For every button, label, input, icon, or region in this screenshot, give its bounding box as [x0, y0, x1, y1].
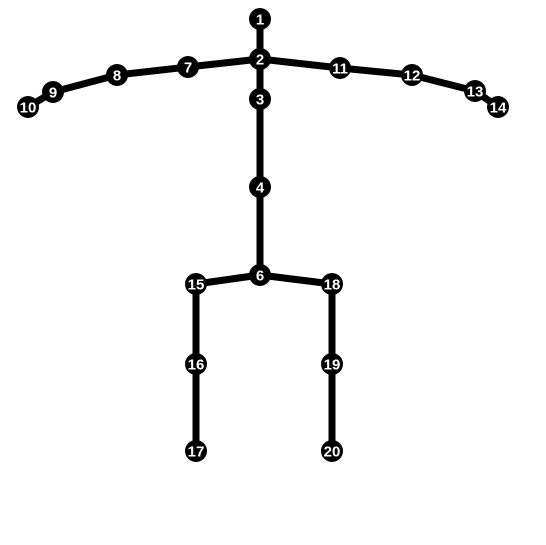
joint-17: 17 — [185, 440, 207, 462]
joint-label-10: 10 — [20, 100, 37, 117]
joint-label-2: 2 — [256, 52, 264, 69]
joint-label-1: 1 — [256, 12, 264, 29]
joint-9: 9 — [42, 81, 64, 103]
joint-dot-15 — [185, 273, 207, 295]
joint-dot-19 — [321, 353, 343, 375]
joint-label-15: 15 — [188, 277, 205, 294]
joint-dot-7 — [177, 56, 199, 78]
joint-label-13: 13 — [467, 84, 484, 101]
joint-label-17: 17 — [188, 444, 205, 461]
joint-12: 12 — [401, 64, 423, 86]
joint-10: 10 — [17, 96, 39, 118]
joint-14: 14 — [487, 96, 509, 118]
joint-label-6: 6 — [256, 268, 264, 285]
joint-label-8: 8 — [113, 68, 121, 85]
joint-7: 7 — [177, 56, 199, 78]
joint-dot-12 — [401, 64, 423, 86]
joint-label-11: 11 — [332, 61, 348, 78]
joint-dot-18 — [321, 273, 343, 295]
joint-label-12: 12 — [404, 68, 421, 85]
bone-6-18 — [256, 271, 336, 288]
joint-19: 19 — [321, 353, 343, 375]
joint-label-19: 19 — [324, 357, 341, 374]
joint-4: 4 — [249, 176, 271, 198]
joint-dot-11 — [329, 57, 351, 79]
bone-2-11 — [256, 55, 344, 72]
joint-label-7: 7 — [184, 60, 192, 77]
joint-dot-17 — [185, 440, 207, 462]
joint-dot-20 — [321, 440, 343, 462]
joint-dot-1 — [249, 8, 271, 30]
joint-dot-4 — [249, 176, 271, 198]
joint-2: 2 — [249, 48, 271, 70]
joint-dot-8 — [106, 64, 128, 86]
joint-label-14: 14 — [490, 100, 507, 117]
joint-label-20: 20 — [324, 444, 341, 461]
bone-7-8 — [113, 63, 192, 79]
joint-3: 3 — [249, 88, 271, 110]
joint-label-18: 18 — [324, 277, 341, 294]
bone-2-7 — [184, 55, 264, 71]
joint-15: 15 — [185, 273, 207, 295]
joint-dot-10 — [17, 96, 39, 118]
joint-label-4: 4 — [256, 180, 265, 197]
skeleton-bones — [24, 15, 502, 455]
joint-dot-3 — [249, 88, 271, 110]
joint-label-9: 9 — [49, 85, 57, 102]
bone-8-9 — [49, 71, 121, 96]
joint-label-3: 3 — [256, 92, 264, 109]
joint-20: 20 — [321, 440, 343, 462]
joint-18: 18 — [321, 273, 343, 295]
joint-dot-13 — [464, 80, 486, 102]
joint-6: 6 — [249, 264, 271, 286]
joint-label-16: 16 — [188, 357, 205, 374]
joint-dot-14 — [487, 96, 509, 118]
joint-dot-6 — [249, 264, 271, 286]
joint-dot-16 — [185, 353, 207, 375]
joint-16: 16 — [185, 353, 207, 375]
joint-1: 1 — [249, 8, 271, 30]
joint-13: 13 — [464, 80, 486, 102]
joint-dot-2 — [249, 48, 271, 70]
joint-11: 11 — [329, 57, 351, 79]
bone-11-12 — [336, 64, 416, 79]
joint-dot-9 — [42, 81, 64, 103]
joint-8: 8 — [106, 64, 128, 86]
